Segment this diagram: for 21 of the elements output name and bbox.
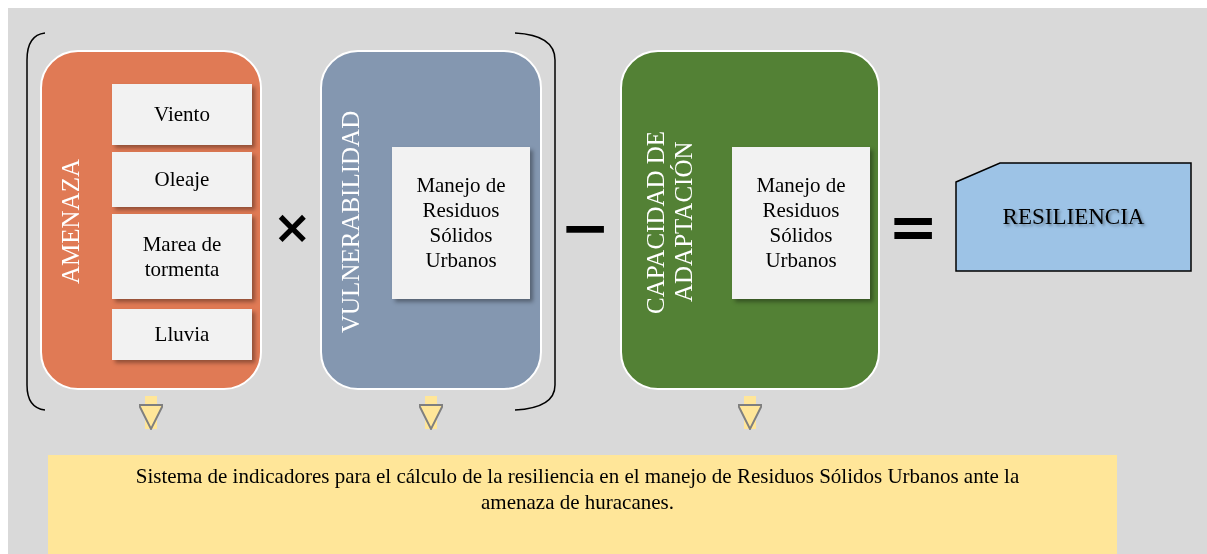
block-arrow [138, 396, 164, 430]
indicator-box: Oleaje [112, 152, 252, 207]
indicator-box: Manejo de Residuos Sólidos Urbanos [732, 147, 870, 299]
summary-box: Sistema de indicadores para el cálculo de la resiliencia en el manejo de Residuos Sólidos Urbanos ante la amenaza de huracanes. [48, 455, 1117, 554]
indicator-box: Manejo de Residuos Sólidos Urbanos [392, 147, 530, 299]
panel-title: AMENAZA [57, 158, 85, 287]
panel-title: CAPACIDAD DE ADAPTACIÓN [642, 129, 698, 316]
block-arrow [737, 396, 763, 430]
result-label: RESILIENCIA [1002, 204, 1145, 230]
operator-sign: − [560, 192, 611, 262]
rounded-panel [620, 50, 880, 390]
indicator-box: Marea de tormenta [112, 214, 252, 299]
block-arrow [418, 396, 444, 430]
operator-sign: = [888, 192, 939, 262]
rounded-panel [320, 50, 542, 390]
operator-sign: × [273, 200, 312, 254]
indicator-box: Lluvia [112, 309, 252, 360]
indicator-box: Viento [112, 84, 252, 145]
rounded-panel [40, 50, 262, 390]
panel-title: VULNERABILIDAD [337, 109, 365, 336]
result-box [955, 162, 1192, 272]
